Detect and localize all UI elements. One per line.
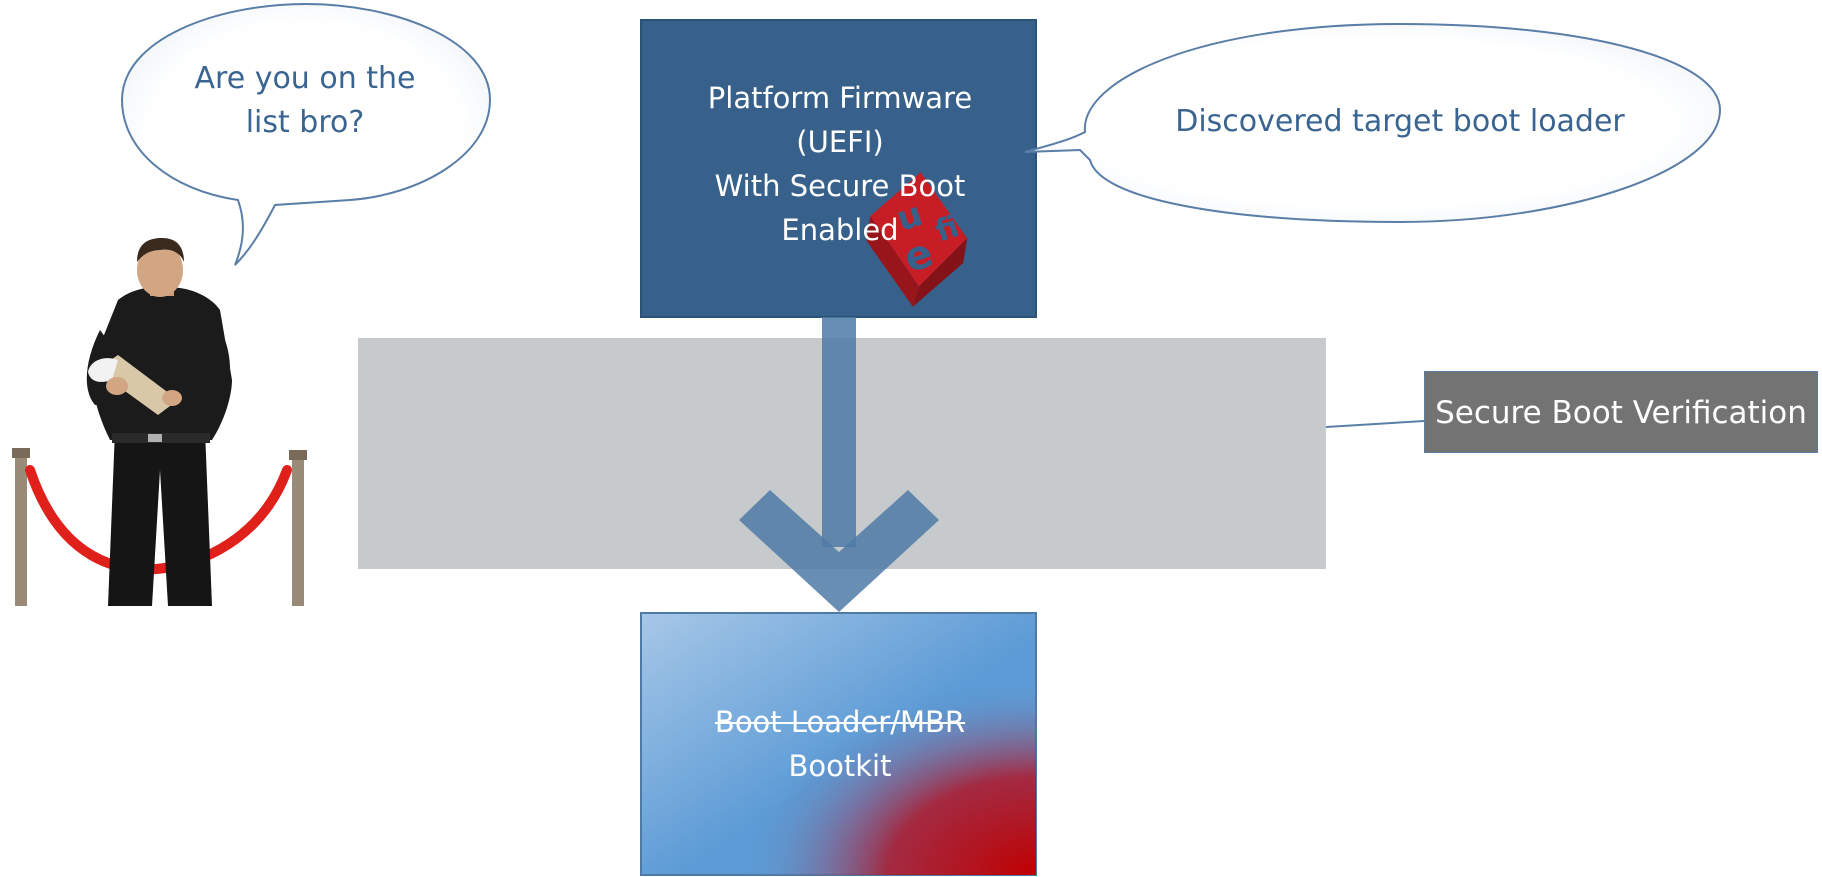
struck-boot-loader-text: Boot Loader/MBR bbox=[714, 705, 966, 739]
firmware-line-1: Platform Firmware bbox=[707, 81, 973, 115]
bouncer-bubble-line-2: list bro? bbox=[245, 105, 365, 140]
bouncer-bubble-text: Are you on the list bro? bbox=[150, 57, 460, 145]
velvet-rope-stanchions bbox=[12, 448, 307, 606]
arrow-shaft bbox=[822, 317, 856, 547]
velvet-rope bbox=[25, 465, 292, 575]
firmware-box-label: Platform Firmware (UEFI) With Secure Boo… bbox=[640, 76, 1040, 252]
bootkit-box-infection bbox=[641, 613, 1036, 875]
bootkit-box-label: Boot Loader/MBR Bootkit bbox=[640, 700, 1040, 788]
bouncer-speech-bubble bbox=[120, 2, 492, 266]
bootkit-text: Bootkit bbox=[788, 749, 892, 783]
uefi-logo-icon: u e fi bbox=[866, 172, 968, 307]
firmware-speech-bubble bbox=[1024, 22, 1722, 224]
firmware-bubble-text: Discovered target boot loader bbox=[1175, 104, 1625, 139]
bouncer-bubble-line-1: Are you on the bbox=[194, 61, 416, 96]
firmware-line-2: (UEFI) bbox=[796, 125, 884, 159]
secure-boot-verification-label: Secure Boot Verification bbox=[1424, 371, 1818, 453]
verification-connector bbox=[1325, 420, 1425, 428]
bouncer-figure bbox=[86, 238, 232, 606]
arrow-head bbox=[739, 490, 939, 612]
firmware-line-3: With Secure Boot bbox=[714, 169, 966, 203]
firmware-box bbox=[640, 19, 1037, 318]
firmware-line-4: Enabled bbox=[781, 213, 899, 247]
